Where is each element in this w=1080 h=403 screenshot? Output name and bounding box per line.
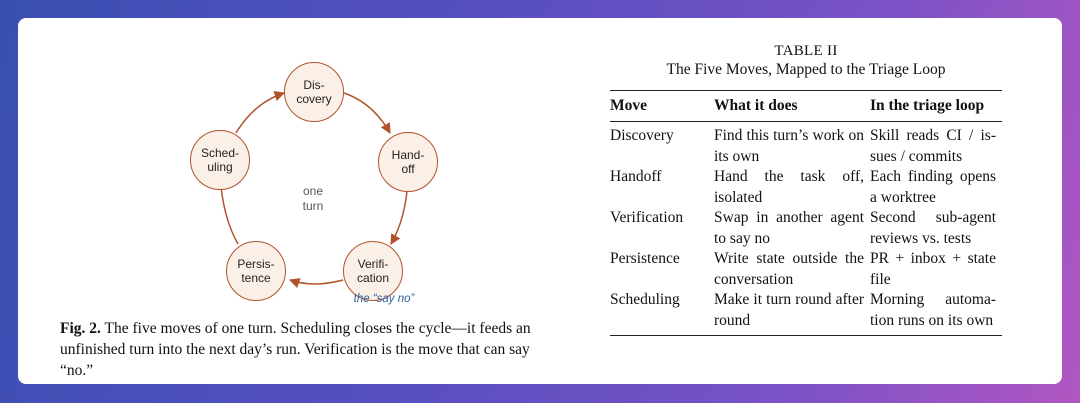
paper-page: Dis- covery Hand- off Verifi- cation Per… (18, 18, 1062, 384)
node-verification: Verifi- cation (343, 241, 403, 301)
cell-move: Handoff (610, 168, 662, 185)
arrow-scheduling-discovery (235, 91, 285, 134)
cell-what: Make it turn round after round (714, 291, 864, 329)
cell-move: Verification (610, 209, 684, 226)
arrow-discovery-handoff (343, 92, 391, 134)
table-title: The Five Moves, Mapped to the Triage Loo… (666, 61, 946, 78)
header-move: Move (610, 97, 648, 114)
moves-table: Move What it does In the triage loop Dis… (610, 90, 1002, 336)
cell-triage: Second sub-agent reviews vs. tests (870, 209, 996, 247)
table-row: Verification Swap in another agent to sa… (610, 208, 1002, 249)
table-row: Scheduling Make it turn round after roun… (610, 290, 1002, 336)
arrow-verification-persistence (289, 278, 344, 289)
caption-text: The five moves of one turn. Scheduling c… (60, 320, 531, 379)
caption-label: Fig. 2. (60, 320, 101, 337)
cell-move: Scheduling (610, 291, 680, 308)
cell-move: Discovery (610, 127, 674, 144)
table-block: TABLE II The Five Moves, Mapped to the T… (610, 42, 1002, 336)
table-label: TABLE II (774, 43, 838, 59)
cell-what: Find this turn’s work on its own (714, 127, 864, 165)
table-row: Handoff Hand the task off, isolated Each… (610, 167, 1002, 208)
cell-what: Hand the task off, isolated (714, 168, 864, 206)
cell-what: Write state outside the conversation (714, 250, 864, 288)
cell-what: Swap in another agent to say no (714, 209, 864, 247)
cycle-diagram: Dis- covery Hand- off Verifi- cation Per… (168, 48, 458, 328)
say-no-annotation: the “say no” (353, 293, 415, 305)
header-what: What it does (714, 97, 798, 114)
table-row: Discovery Find this turn’s work on its o… (610, 122, 1002, 168)
figure-caption: Fig. 2. The five moves of one turn. Sche… (60, 318, 560, 381)
table-header-row: Move What it does In the triage loop (610, 90, 1002, 122)
cell-triage: Morning automa-tion runs on its own (870, 291, 996, 329)
cell-triage: PR + inbox + state file (870, 250, 996, 288)
node-persistence: Persis- tence (226, 241, 286, 301)
table-row: Persistence Write state outside the conv… (610, 249, 1002, 290)
node-handoff: Hand- off (378, 132, 438, 192)
cell-triage: Each finding opens a worktree (870, 168, 996, 206)
cell-move: Persistence (610, 250, 680, 267)
node-scheduling: Sched- uling (190, 130, 250, 190)
center-label: one turn (302, 184, 324, 213)
node-discovery: Dis- covery (284, 62, 344, 122)
header-triage: In the triage loop (870, 97, 985, 114)
cell-triage: Skill reads CI / is-sues / commits (870, 127, 996, 165)
